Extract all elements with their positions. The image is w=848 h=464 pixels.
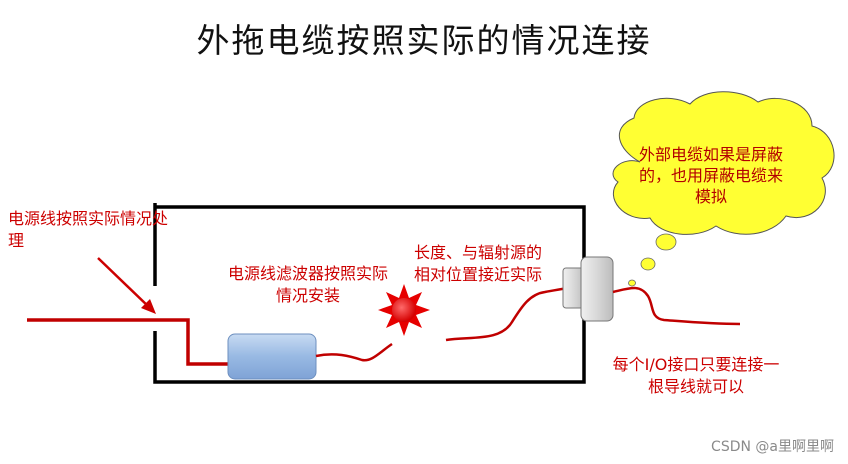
- length-radiation-label: 长度、与辐射源的相对位置接近实际: [413, 243, 542, 284]
- watermark: CSDN @a里啊里啊: [711, 439, 834, 455]
- power-filter-box: [227, 333, 317, 380]
- radiation-source-icon: [378, 284, 430, 336]
- power-cable: [27, 318, 230, 366]
- pointer-arrowhead: [141, 299, 156, 314]
- thought-cloud: [612, 91, 835, 287]
- power-filter-label: 电源线滤波器按照实际情况安装: [228, 264, 389, 305]
- pointer-arrow: [97, 257, 151, 309]
- io-connector: [562, 256, 614, 322]
- filter-output-cable: [315, 342, 393, 362]
- io-cable-outside: [612, 286, 741, 326]
- cloud-note-label: 外部电缆如果是屏蔽的，也用屏蔽电缆来模拟: [638, 145, 783, 206]
- shielded-enclosure: [153, 203, 586, 384]
- io-cable-label: 每个I/O接口只要连接一根导线就可以: [612, 355, 780, 396]
- io-cable-inside: [445, 285, 577, 342]
- diagram-title: 外拖电缆按照实际的情况连接: [196, 21, 652, 60]
- power-line-label: 电源线按照实际情况处理: [8, 209, 169, 250]
